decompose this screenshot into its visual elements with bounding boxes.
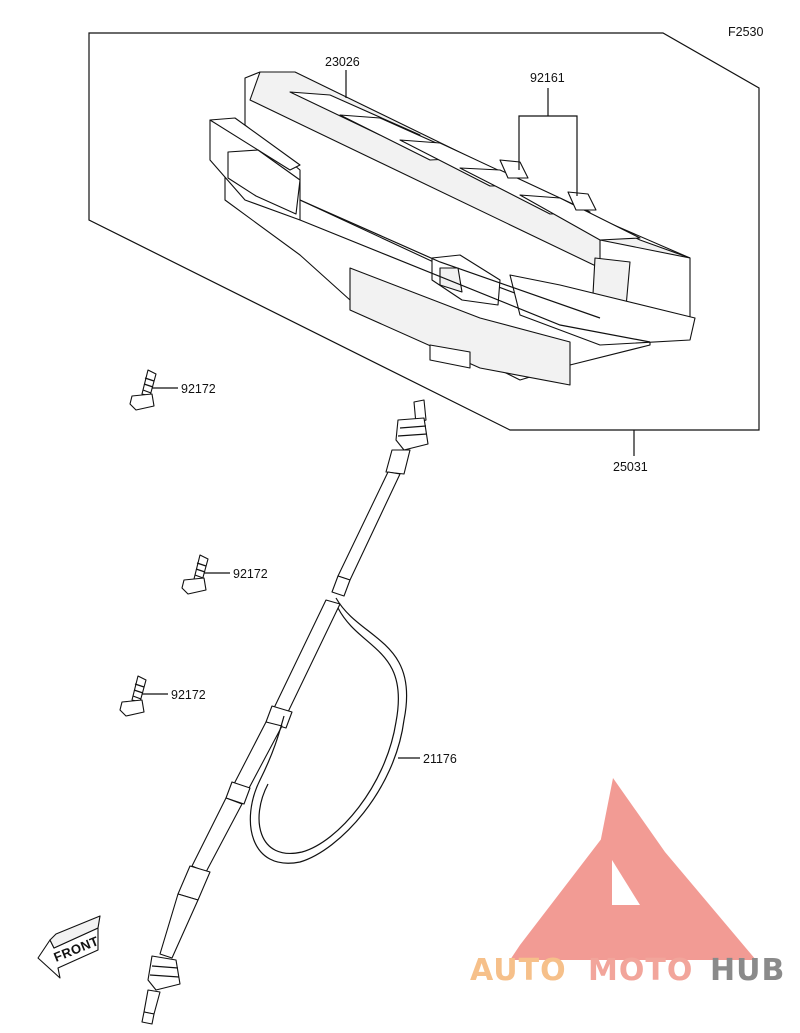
watermark-moto: MOTO [588,953,693,988]
watermark-hub: HUB [710,953,785,988]
label-screw-low: 92172 [171,688,206,702]
meter-assembly[interactable] [209,71,696,386]
label-screw-top: 92172 [181,382,216,396]
watermark-logo: AUTO MOTO HUB [470,778,785,988]
label-cable: 21176 [423,752,457,766]
front-arrow: FRONT [37,915,101,979]
label-grommet: 92161 [530,71,565,85]
screw-top[interactable] [129,369,157,411]
watermark-triangle-icon [510,778,756,960]
label-meter-assy: 25031 [613,460,648,474]
watermark-auto: AUTO [470,953,567,988]
figure-code: F2530 [728,25,763,39]
assembly-boundary [88,32,760,431]
screw-mid[interactable] [181,554,209,595]
label-screw-mid: 92172 [233,567,268,581]
speedometer-cable[interactable] [141,399,429,1025]
label-meter-cover: 23026 [325,55,360,69]
screw-low[interactable] [119,675,147,717]
